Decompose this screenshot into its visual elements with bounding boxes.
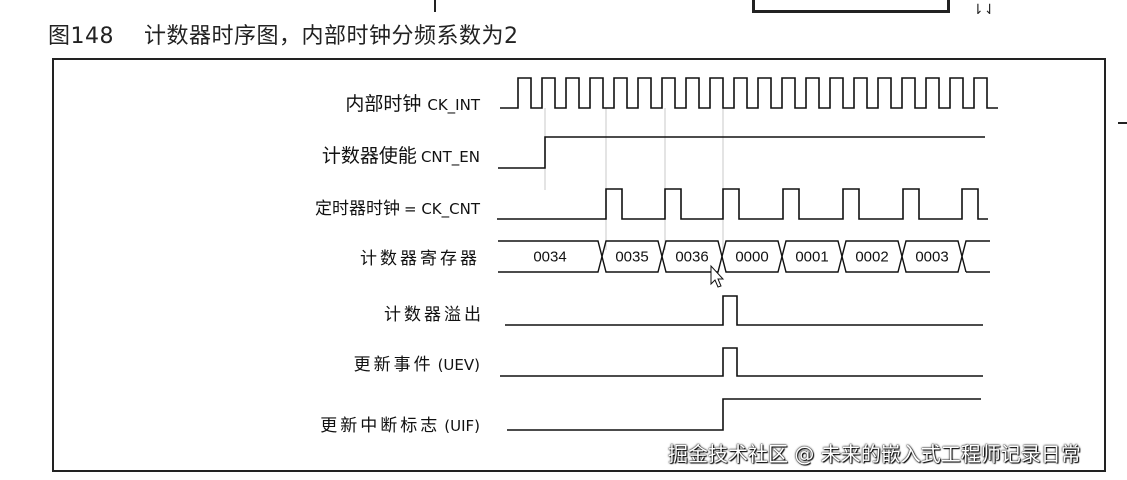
counter-value: 0034: [533, 249, 566, 266]
wave-overflow: [505, 295, 983, 326]
top-fragment-line: [434, 0, 436, 12]
figure-label: 图148: [48, 24, 114, 49]
label-counter: 计数器寄存器: [360, 249, 480, 269]
counter-value: 0002: [855, 249, 888, 266]
label-uev: 更新事件(UEV): [354, 355, 480, 375]
counter-register-bus: 0034 0035 0036 0000 0001 0002 0003: [498, 240, 990, 273]
counter-value: 0000: [735, 249, 768, 266]
watermark: 掘金技术社区 @ 未来的嵌入式工程师记录日常: [668, 442, 1081, 466]
label-ck-cnt: 定时器时钟= CK_CNT: [315, 199, 481, 219]
mouse-cursor-icon: [710, 264, 725, 288]
counter-value: 0001: [795, 249, 828, 266]
wave-uif: [507, 398, 981, 431]
counter-segment-tail: [961, 240, 990, 273]
wave-cnt-en: [498, 136, 985, 169]
label-uif: 更新中断标志(UIF): [320, 416, 480, 436]
counter-value: 0036: [675, 249, 708, 266]
label-overflow: 计数器溢出: [384, 305, 484, 325]
timing-diagram-frame: [52, 58, 1106, 472]
figure-caption: 计数器时序图，内部时钟分频系数为2: [144, 24, 519, 49]
wave-uev: [500, 347, 983, 377]
top-fragment-arrow: ⇂⇃: [972, 2, 996, 18]
top-fragment-box: [752, 0, 950, 13]
counter-value: 0035: [615, 249, 648, 266]
wave-ck-cnt: [497, 188, 988, 220]
right-edge-tick: [1118, 122, 1127, 124]
counter-value: 0003: [915, 249, 948, 266]
guide-lines: [544, 108, 724, 250]
page-title: 图148 计数器时序图，内部时钟分频系数为2: [48, 18, 519, 50]
wave-ck-int: [500, 77, 998, 109]
waveforms: [497, 77, 998, 431]
